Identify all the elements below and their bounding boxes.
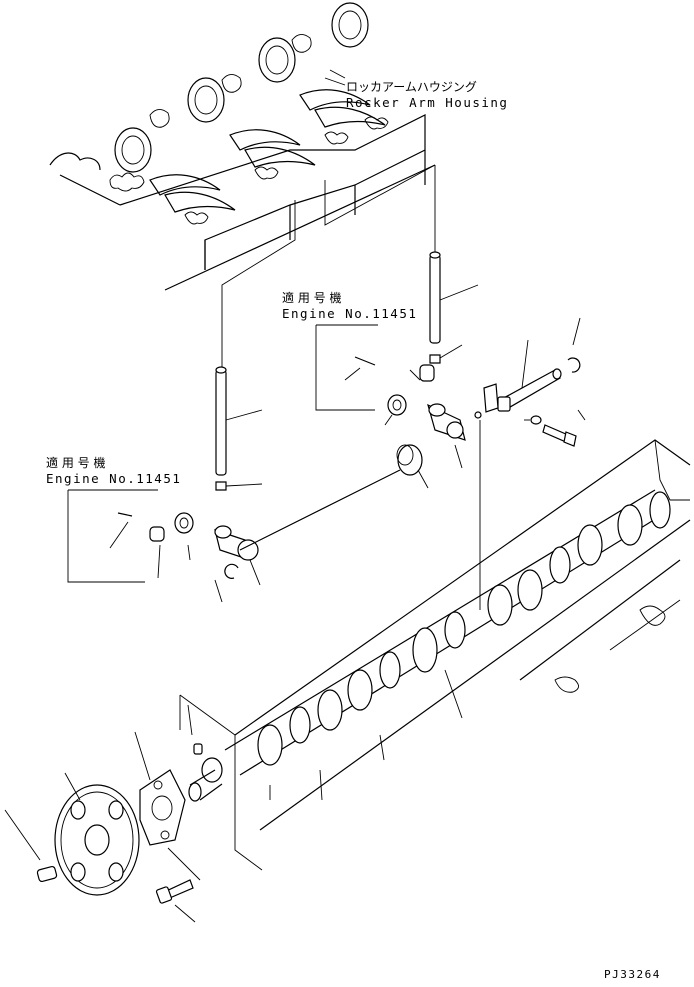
push-rod-left [216,367,262,490]
engine-variant-box-left [68,490,158,582]
leader-frame-lines [222,165,435,375]
push-rod-right [430,252,478,363]
housing-label-en: Rocker Arm Housing [346,95,509,110]
rocker-assembly-right [385,318,585,610]
engine-block-drawing [180,440,690,870]
housing-label-jp: ロッカアームハウジング [346,80,477,94]
camshaft-drawing [188,490,670,801]
rocker-assembly-left [150,470,400,602]
engine-no-label-left: Engine No.11451 [46,471,182,486]
applicable-label-left: 適 用 号 機 [46,456,106,470]
engine-variant-box-right [316,325,378,410]
applicable-label-right: 適 用 号 機 [282,291,342,305]
engine-no-label-right: Engine No.11451 [282,306,418,321]
rocker-arm-housing-drawing [50,3,435,290]
plate-bolt-drawing [156,880,195,922]
figure-code: PJ33264 [604,968,661,981]
cam-gear-drawing [55,773,139,895]
thrust-plate-drawing [135,732,200,880]
gear-bolt-drawing [5,810,57,882]
